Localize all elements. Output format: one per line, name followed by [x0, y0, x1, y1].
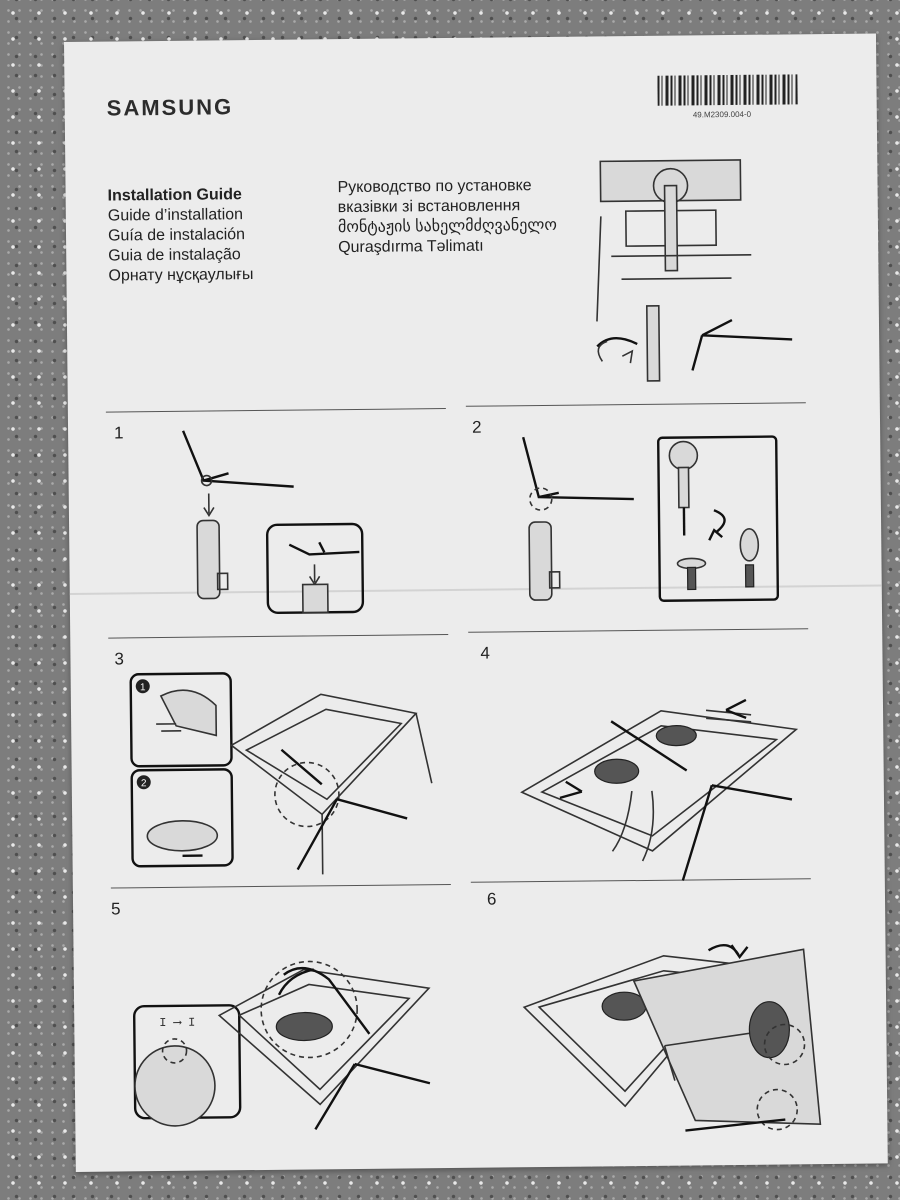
push-arrow-icon	[725, 698, 747, 720]
section-rule-1	[105, 408, 446, 413]
inset-badge-1: 1	[140, 682, 146, 693]
magnified-callout	[260, 960, 358, 1059]
screw-icon	[676, 528, 760, 591]
screwdriver-icon	[668, 440, 699, 536]
step-3-illustration: 1 2	[129, 672, 433, 875]
step-2-inset	[657, 435, 780, 602]
push-arrow-icon	[559, 780, 583, 800]
step-6-number: 6	[486, 889, 497, 909]
guide-title-ka: მონტაჟის სახელმძღვანელო	[337, 216, 558, 237]
guide-titles-right: Руководство по установке вказівки зі вст…	[337, 176, 557, 258]
step-2-number: 2	[471, 417, 482, 437]
step-1-illustration	[181, 430, 365, 614]
barcode	[657, 74, 798, 106]
guide-title-uk: вказівки зі встановлення	[337, 197, 521, 217]
monitor-back-illustration	[596, 159, 793, 382]
step-4-number: 4	[480, 643, 490, 663]
step-4-illustration	[520, 698, 799, 881]
magnified-callout	[756, 1088, 799, 1131]
step-3-inset-2	[130, 768, 234, 868]
guide-title-es: Guía de instalación	[107, 226, 246, 245]
guide-title-en: Installation Guide	[107, 186, 242, 205]
guide-title-fr: Guide d’installation	[107, 206, 244, 225]
svg-text:I ⟶ I: I ⟶ I	[159, 1016, 195, 1030]
step-1-number: 1	[113, 423, 124, 443]
barcode-number: 49.M2309.004-0	[692, 109, 752, 120]
guide-title-pt: Guia de instalação	[108, 246, 241, 265]
rotate-arrow-icon	[707, 944, 749, 960]
step-5-number: 5	[110, 899, 121, 919]
section-rule-2	[465, 402, 806, 407]
rotate-arrow-icon	[596, 337, 638, 348]
samsung-logo: SAMSUNG	[106, 94, 234, 121]
guide-title-az: Quraşdırma Təlimatı	[338, 237, 484, 257]
step-2-illustration	[522, 435, 780, 602]
inset-badge-2: 2	[141, 778, 147, 789]
stand-base-illustration	[691, 318, 793, 371]
section-rule-5	[110, 883, 451, 889]
step-3-inset-1	[129, 672, 233, 768]
guide-titles-left: Installation Guide Guide d’installation …	[108, 185, 254, 287]
step-6-illustration	[522, 944, 822, 1132]
section-rule-4	[468, 628, 809, 633]
section-rule-3	[108, 634, 449, 639]
guide-title-ru: Руководство по установке	[337, 177, 532, 197]
magnified-callout	[529, 487, 553, 511]
stand-neck-illustration	[645, 304, 661, 382]
magnified-callout	[274, 761, 340, 828]
step-5-illustration: I ⟶ I	[133, 960, 431, 1131]
rotate-arrow-icon	[708, 509, 726, 541]
guide-title-kk: Орнату нұсқаулығы	[108, 266, 254, 285]
installation-guide-sheet: SAMSUNG 49.M2309.004-0 Installation Guid…	[64, 33, 888, 1172]
rotate-arrow-icon	[277, 968, 314, 996]
